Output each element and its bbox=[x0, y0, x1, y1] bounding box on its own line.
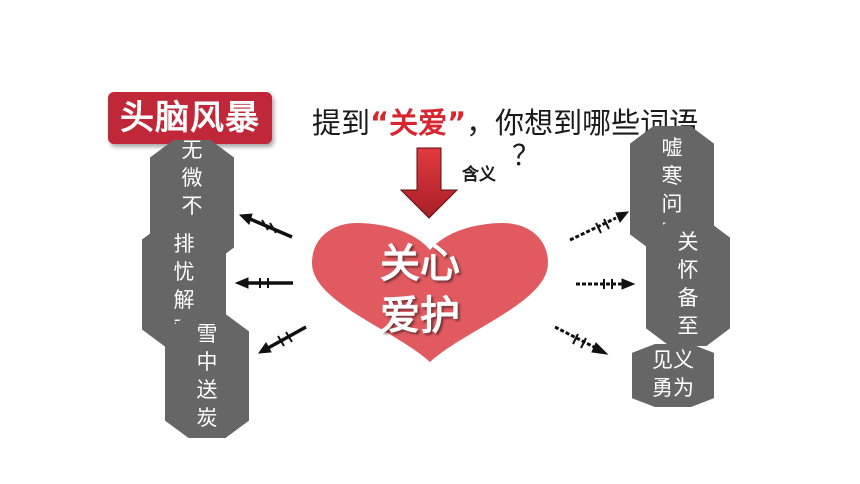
question-keyword: 关爱 bbox=[389, 106, 448, 140]
center-word-1: 关心 bbox=[380, 241, 460, 287]
word-box-jianyiyongwei: 见义勇为 bbox=[632, 344, 714, 407]
left-arrow-middle-icon bbox=[234, 277, 293, 289]
brainstorm-badge: 头脑风暴 bbox=[108, 92, 272, 144]
open-quote: “ bbox=[370, 106, 390, 140]
heart-shape bbox=[312, 223, 548, 362]
close-quote: ” bbox=[447, 106, 467, 140]
word-xuezhongsongtan: 雪中送炭 bbox=[196, 322, 218, 430]
word-jianyiyongwei: 见义勇为 bbox=[652, 348, 694, 400]
center-word-2: 爱护 bbox=[380, 293, 460, 339]
center-words: 关心 爱护 bbox=[340, 238, 500, 342]
question-mark: ？ bbox=[512, 139, 541, 172]
meaning-label: 含义 bbox=[462, 165, 496, 185]
word-box-xuezhongsongtan: 雪中送炭 bbox=[165, 314, 249, 438]
right-arrow-middle-icon bbox=[576, 278, 636, 290]
right-arrow-lower-icon bbox=[554, 325, 609, 355]
right-arrow-upper-icon bbox=[569, 211, 630, 242]
down-arrow-icon bbox=[399, 147, 459, 219]
question-prefix: 提到 bbox=[312, 106, 371, 140]
left-arrow-lower-icon bbox=[257, 325, 307, 354]
word-guanhuaibeizhi: 关怀备至 bbox=[677, 230, 699, 338]
word-box-guanhuaibeizhi: 关怀备至 bbox=[646, 220, 730, 346]
left-arrow-upper-icon bbox=[238, 213, 293, 239]
